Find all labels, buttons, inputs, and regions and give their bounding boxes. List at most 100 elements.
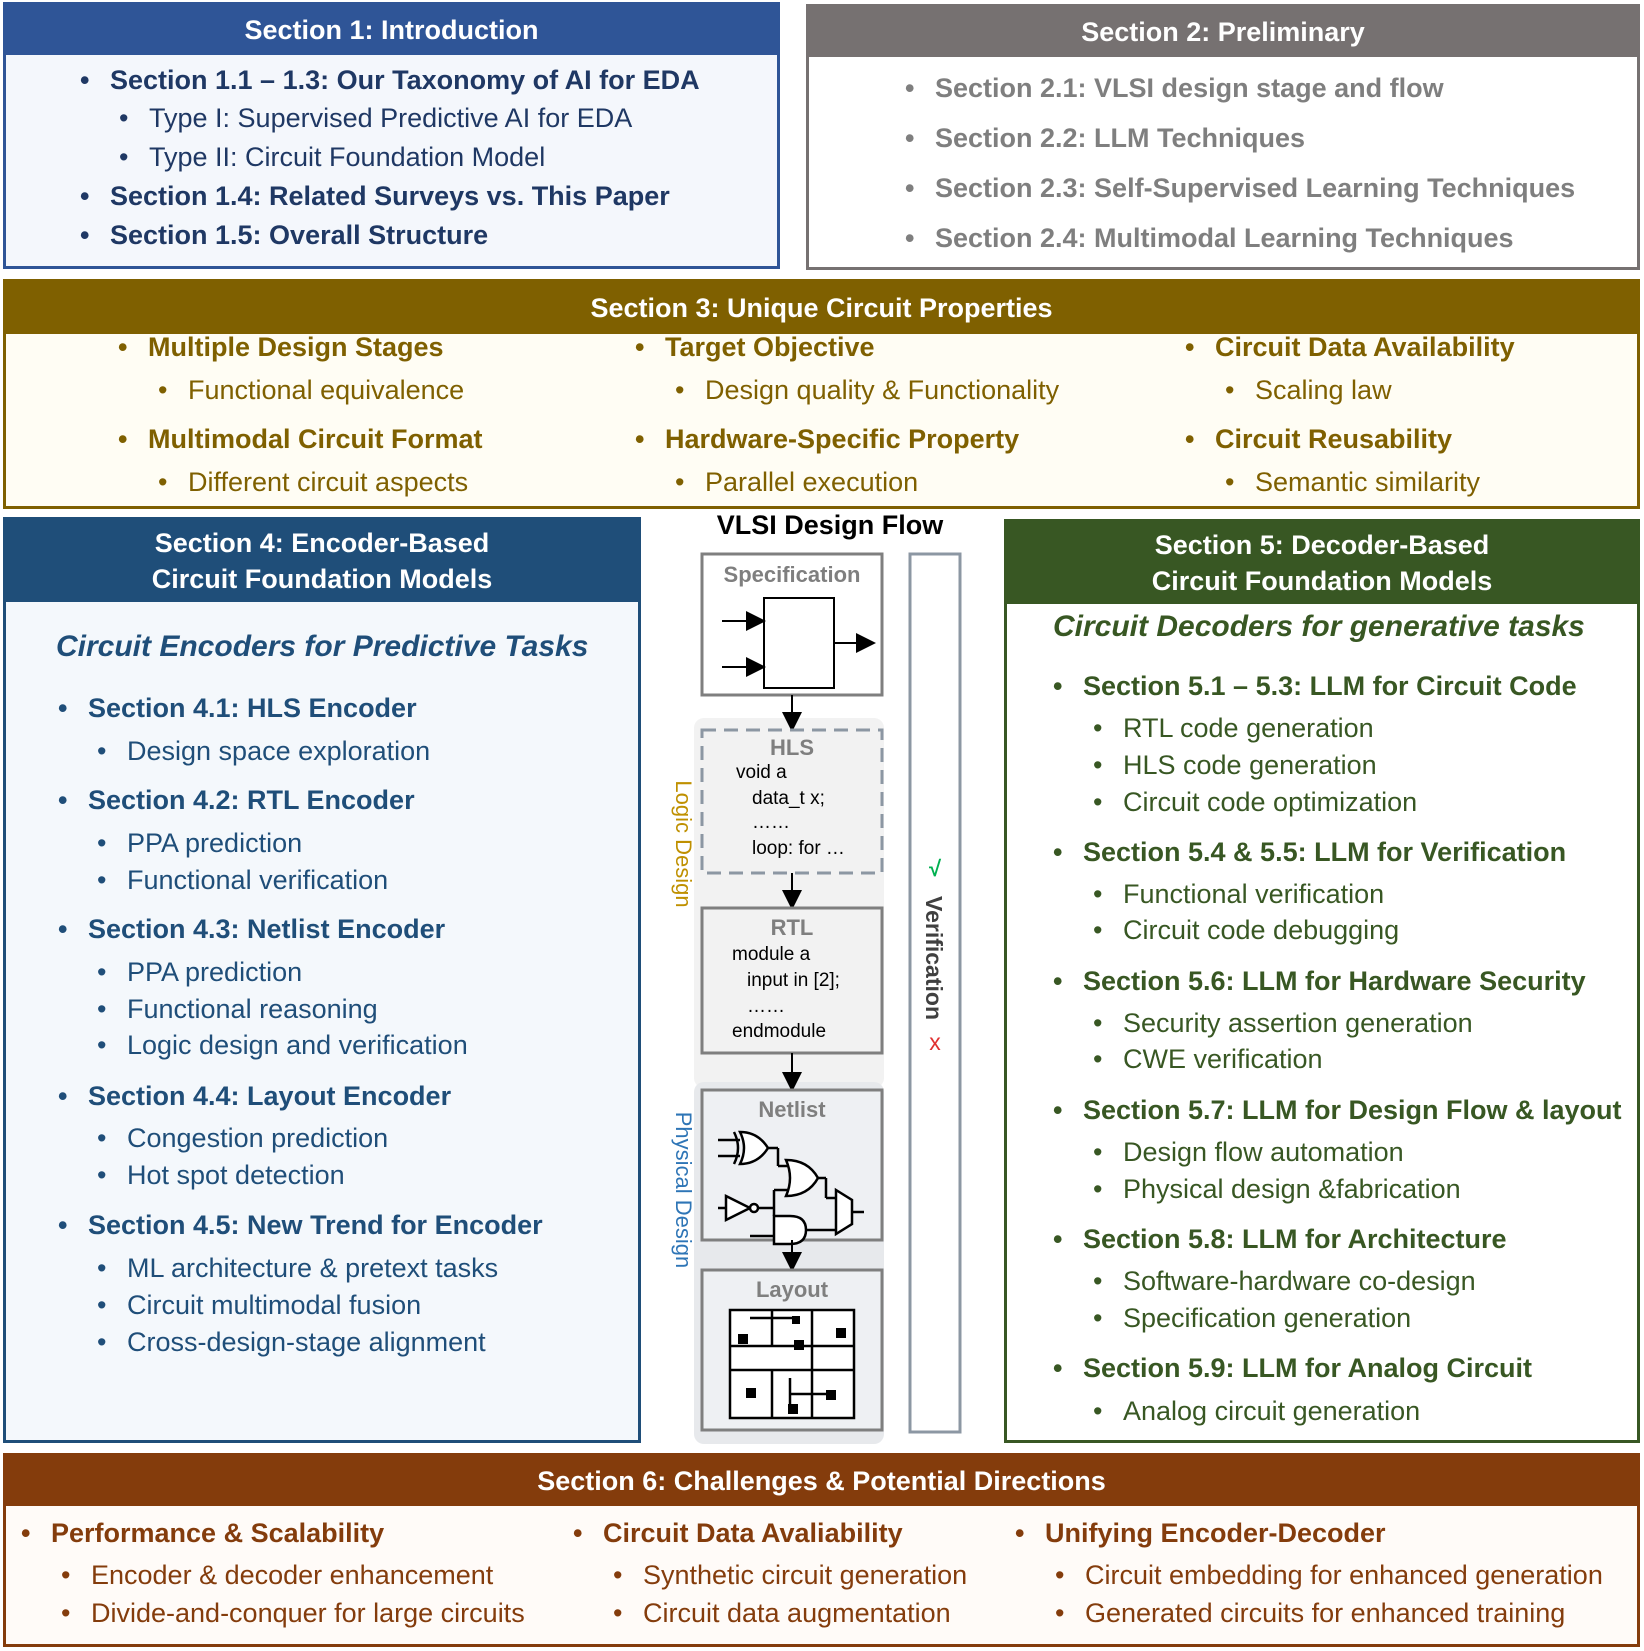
- rtl-code-line: endmodule: [732, 1021, 826, 1042]
- section6-item: Circuit embedding for enhanced generatio…: [1055, 1560, 1603, 1591]
- section6-item: Divide-and-conquer for large circuits: [61, 1598, 525, 1629]
- section4-item: Cross-design-stage alignment: [97, 1327, 486, 1358]
- section5-item: Section 5.8: LLM for Architecture: [1053, 1224, 1507, 1255]
- hls-code-line: void a: [736, 762, 787, 783]
- section3-item: Design quality & Functionality: [675, 375, 1059, 406]
- section5-subtitle: Circuit Decoders for generative tasks: [1053, 610, 1585, 643]
- section5-item: Analog circuit generation: [1093, 1396, 1420, 1427]
- check-icon: √: [929, 856, 942, 881]
- section5-item: CWE verification: [1093, 1044, 1322, 1075]
- section3-item: Scaling law: [1225, 375, 1391, 406]
- section4-title-line2: Circuit Foundation Models: [151, 564, 493, 594]
- section4-item: Section 4.3: Netlist Encoder: [58, 914, 445, 945]
- section3-item: Multimodal Circuit Format: [118, 424, 482, 455]
- section5-item: Section 5.4 & 5.5: LLM for Verification: [1053, 837, 1566, 868]
- layout-pin-icon: [738, 1316, 846, 1414]
- specification-label: Specification: [724, 562, 861, 587]
- section3-item: Hardware-Specific Property: [635, 424, 1019, 455]
- section4-item: Congestion prediction: [97, 1123, 388, 1154]
- section4-item: Section 4.5: New Trend for Encoder: [58, 1210, 543, 1241]
- rtl-label: RTL: [771, 915, 814, 940]
- section3-title: Section 3: Unique Circuit Properties: [6, 282, 1637, 334]
- section1-item: Section 1.5: Overall Structure: [80, 220, 488, 251]
- section3-item: Circuit Reusability: [1185, 424, 1452, 455]
- section5-item: Specification generation: [1093, 1303, 1411, 1334]
- section4-subtitle: Circuit Encoders for Predictive Tasks: [56, 630, 589, 663]
- section5-item: RTL code generation: [1093, 713, 1374, 744]
- section5-item: Circuit code optimization: [1093, 787, 1417, 818]
- section3-item: Parallel execution: [675, 467, 918, 498]
- section6-item: Encoder & decoder enhancement: [61, 1560, 493, 1591]
- verification-label: Verification: [921, 896, 947, 1020]
- section4-item: Section 4.2: RTL Encoder: [58, 785, 415, 816]
- section1-item: Type I: Supervised Predictive AI for EDA: [119, 103, 632, 134]
- section4-item: PPA prediction: [97, 828, 302, 859]
- section6-item: Circuit data augmentation: [613, 1598, 951, 1629]
- section2-title: Section 2: Preliminary: [809, 7, 1637, 57]
- spec-block-icon: [763, 597, 835, 689]
- section5-item: HLS code generation: [1093, 750, 1377, 781]
- section5-item: Design flow automation: [1093, 1137, 1404, 1168]
- section4-item: Functional reasoning: [97, 994, 378, 1025]
- section1-item: Type II: Circuit Foundation Model: [119, 142, 545, 173]
- section6-title: Section 6: Challenges & Potential Direct…: [6, 1456, 1637, 1506]
- section6-item: Unifying Encoder-Decoder: [1015, 1518, 1386, 1549]
- section5-item: Section 5.9: LLM for Analog Circuit: [1053, 1353, 1532, 1384]
- layout-grid-icon: [728, 1308, 856, 1420]
- section5-item: Section 5.7: LLM for Design Flow & layou…: [1053, 1095, 1622, 1126]
- section4-item: Design space exploration: [97, 736, 430, 767]
- hls-box: [700, 728, 884, 875]
- cross-icon: x: [929, 1029, 941, 1055]
- rtl-code-line: input in [2];: [747, 970, 840, 991]
- vlsi-design-flow: VLSI Design Flow Specification HLS void …: [671, 510, 962, 1444]
- section3-item: Target Objective: [635, 332, 875, 363]
- section5-item: Section 5.1 – 5.3: LLM for Circuit Code: [1053, 671, 1577, 702]
- hls-label: HLS: [770, 735, 814, 760]
- section4-item: Hot spot detection: [97, 1160, 345, 1191]
- section1-item: Section 1.4: Related Surveys vs. This Pa…: [80, 181, 670, 212]
- section5-item: Functional verification: [1093, 879, 1384, 910]
- section1-title: Section 1: Introduction: [6, 5, 777, 55]
- section1-box: Section 1: Introduction Section 1.1 – 1.…: [3, 2, 780, 269]
- section3-item: Multiple Design Stages: [118, 332, 444, 363]
- section4-item: Section 4.4: Layout Encoder: [58, 1081, 451, 1112]
- section5-item: Physical design &fabrication: [1093, 1174, 1461, 1205]
- section2-item: Section 2.2: LLM Techniques: [905, 123, 1305, 154]
- section3-item: Different circuit aspects: [158, 467, 468, 498]
- section2-box: Section 2: Preliminary Section 2.1: VLSI…: [806, 4, 1640, 270]
- rtl-box: [700, 906, 884, 1055]
- section5-title: Section 5: Decoder-Based Circuit Foundat…: [1007, 522, 1637, 604]
- verification-bar: [908, 552, 962, 1434]
- section5-item: Section 5.6: LLM for Hardware Security: [1053, 966, 1586, 997]
- section5-item: Software-hardware co-design: [1093, 1266, 1476, 1297]
- section2-item: Section 2.3: Self-Supervised Learning Te…: [905, 173, 1575, 204]
- section3-item: Functional equivalence: [158, 375, 464, 406]
- section4-item: ML architecture & pretext tasks: [97, 1253, 498, 1284]
- section3-item: Circuit Data Availability: [1185, 332, 1515, 363]
- section4-item: Functional verification: [97, 865, 388, 896]
- hls-code-line: data_t x;: [752, 788, 825, 809]
- section2-item: Section 2.1: VLSI design stage and flow: [905, 73, 1444, 104]
- hls-code-line: loop: for …: [752, 838, 845, 859]
- netlist-label: Netlist: [758, 1097, 826, 1122]
- section5-title-line1: Section 5: Decoder-Based: [1154, 530, 1490, 560]
- section6-item: Performance & Scalability: [21, 1518, 384, 1549]
- hls-code-line: ……: [752, 812, 790, 833]
- section4-box: Section 4: Encoder-Based Circuit Foundat…: [3, 517, 641, 1443]
- section6-box: Section 6: Challenges & Potential Direct…: [3, 1453, 1640, 1647]
- section4-item: Logic design and verification: [97, 1030, 468, 1061]
- section3-item: Semantic similarity: [1225, 467, 1480, 498]
- section5-box: Section 5: Decoder-Based Circuit Foundat…: [1004, 519, 1640, 1443]
- rtl-code-line: ……: [747, 996, 785, 1017]
- logic-design-label: Logic Design: [671, 780, 696, 907]
- section2-item: Section 2.4: Multimodal Learning Techniq…: [905, 223, 1514, 254]
- section4-item: Circuit multimodal fusion: [97, 1290, 421, 1321]
- logic-gates-icon: [718, 1130, 864, 1246]
- section4-title-line1: Section 4: Encoder-Based: [154, 528, 490, 558]
- section1-item: Section 1.1 – 1.3: Our Taxonomy of AI fo…: [80, 65, 700, 96]
- section6-item: Generated circuits for enhanced training: [1055, 1598, 1565, 1629]
- section5-item: Circuit code debugging: [1093, 915, 1399, 946]
- physical-design-label: Physical Design: [671, 1112, 696, 1269]
- section5-item: Security assertion generation: [1093, 1008, 1473, 1039]
- layout-label: Layout: [756, 1277, 829, 1302]
